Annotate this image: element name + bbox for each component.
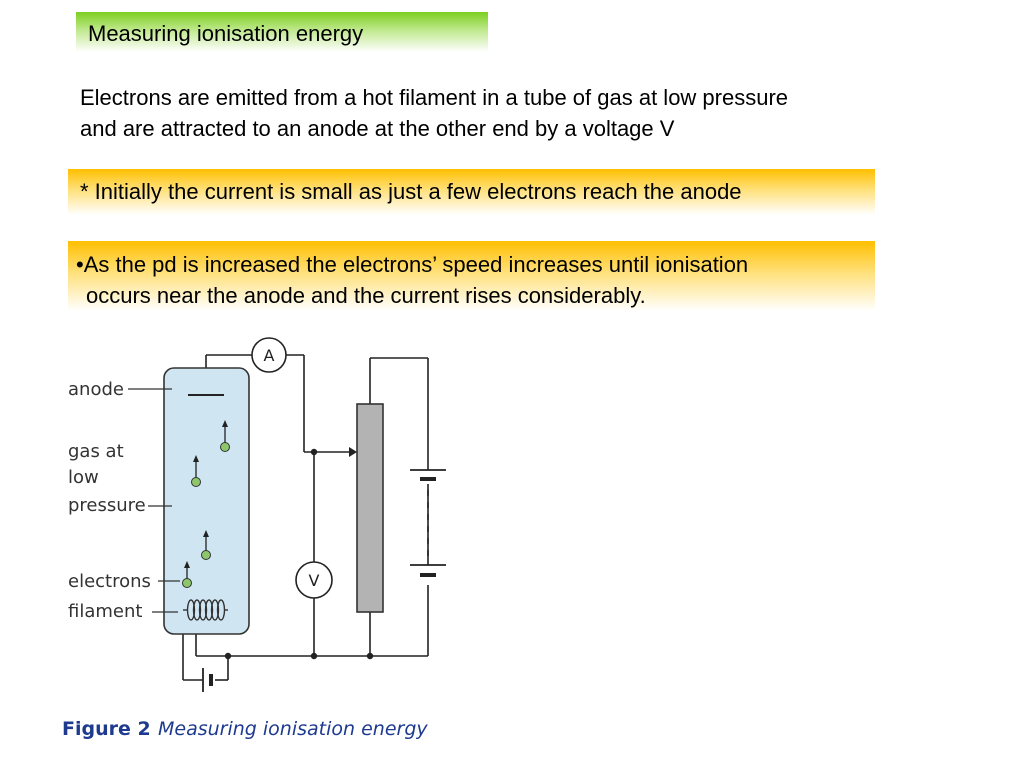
label-gas-3: pressure bbox=[68, 495, 146, 516]
label-anode: anode bbox=[68, 379, 124, 400]
label-gas-2: low bbox=[68, 467, 99, 488]
intro-paragraph: Electrons are emitted from a hot filamen… bbox=[80, 82, 788, 144]
slide-title: Measuring ionisation energy bbox=[88, 21, 364, 46]
ammeter: A bbox=[251, 337, 287, 373]
voltmeter: V bbox=[295, 561, 333, 599]
label-electrons: electrons bbox=[68, 571, 151, 592]
figure-caption-number: Figure 2 bbox=[62, 718, 151, 740]
label-filament: filament bbox=[68, 601, 142, 622]
electron-1 bbox=[220, 420, 230, 452]
label-gas-1: gas at bbox=[68, 441, 124, 462]
ionisation-apparatus-diagram: anode gas at low pressure electrons fila… bbox=[62, 337, 446, 740]
electron-4 bbox=[182, 561, 192, 588]
electron-2 bbox=[191, 455, 201, 487]
gas-tube bbox=[163, 367, 250, 635]
junction-dots bbox=[224, 448, 374, 660]
heater-cell bbox=[202, 668, 213, 692]
label-leaders bbox=[128, 388, 180, 613]
voltmeter-symbol: V bbox=[309, 571, 320, 590]
point-1-text: * Initially the current is small as just… bbox=[80, 179, 742, 204]
title-banner: Measuring ionisation energy bbox=[76, 12, 488, 52]
point-2-band: •As the pd is increased the electrons’ s… bbox=[68, 241, 875, 311]
point-2-line-2: occurs near the anode and the current ri… bbox=[86, 283, 646, 308]
figure-caption-text: Measuring ionisation energy bbox=[158, 718, 428, 740]
ammeter-symbol: A bbox=[264, 346, 275, 365]
filament-coil bbox=[183, 599, 228, 621]
potential-divider bbox=[356, 403, 384, 613]
slider-arrow-icon bbox=[349, 447, 357, 457]
electrons-group bbox=[182, 420, 230, 588]
intro-line-1: Electrons are emitted from a hot filamen… bbox=[80, 85, 789, 110]
point-2-line-1: •As the pd is increased the electrons’ s… bbox=[76, 252, 749, 277]
electron-3 bbox=[201, 530, 211, 560]
supply-battery bbox=[410, 469, 446, 577]
intro-line-2: and are attracted to an anode at the oth… bbox=[80, 116, 675, 141]
circuit-wires bbox=[182, 354, 429, 681]
point-1-band: * Initially the current is small as just… bbox=[68, 169, 875, 215]
